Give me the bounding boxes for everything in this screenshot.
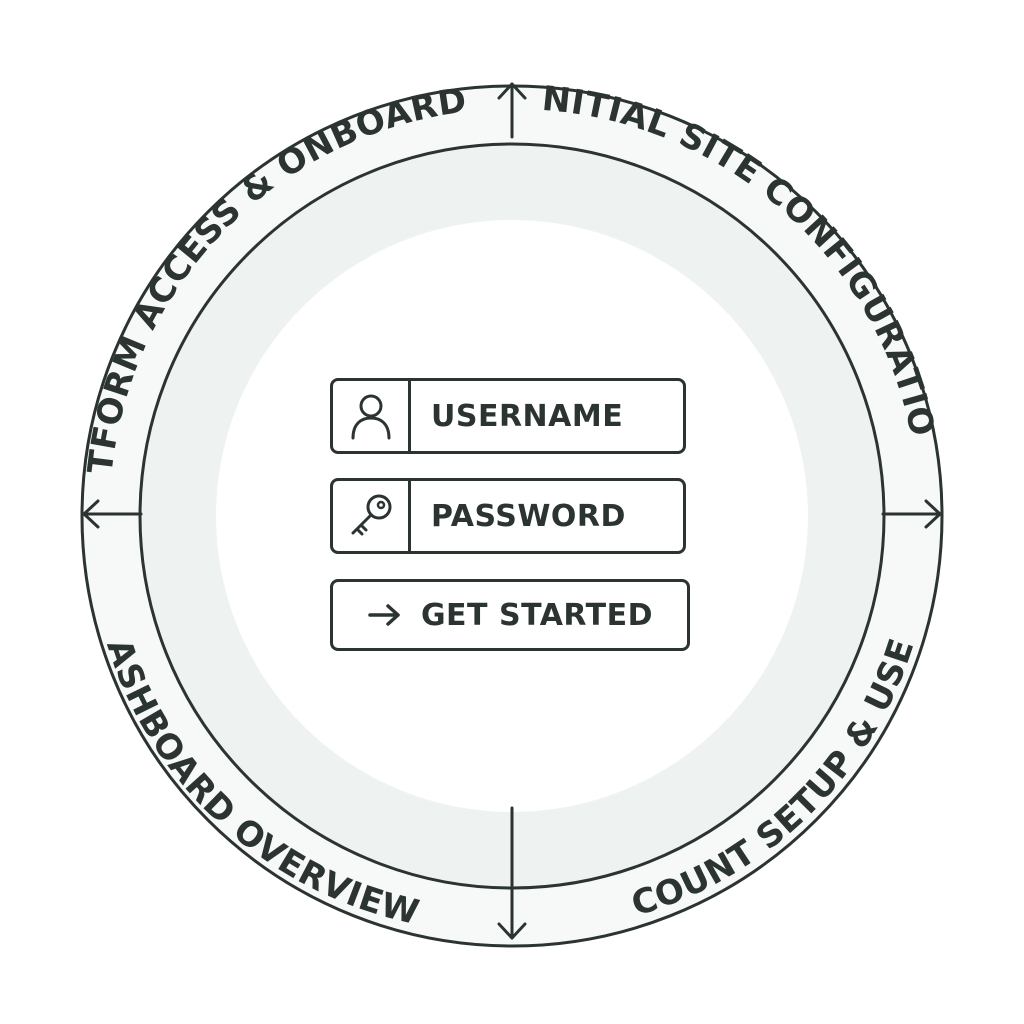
username-icon-cell: [333, 381, 411, 451]
password-field[interactable]: PASSWORD: [330, 478, 686, 554]
get-started-label: GET STARTED: [420, 597, 654, 633]
password-icon-cell: [333, 481, 411, 551]
key-icon: [351, 494, 391, 536]
username-field[interactable]: USERNAME: [330, 378, 686, 454]
arrow-right-icon: [368, 604, 400, 626]
password-label: PASSWORD: [431, 498, 626, 534]
username-label: USERNAME: [431, 398, 624, 434]
arrow-left-icon: [82, 499, 143, 529]
get-started-button[interactable]: GET STARTED: [330, 579, 690, 651]
arrow-up-icon: [497, 82, 527, 139]
arrow-right-icon: [881, 499, 942, 529]
user-icon: [351, 394, 390, 440]
arrow-down-icon: [497, 806, 527, 940]
